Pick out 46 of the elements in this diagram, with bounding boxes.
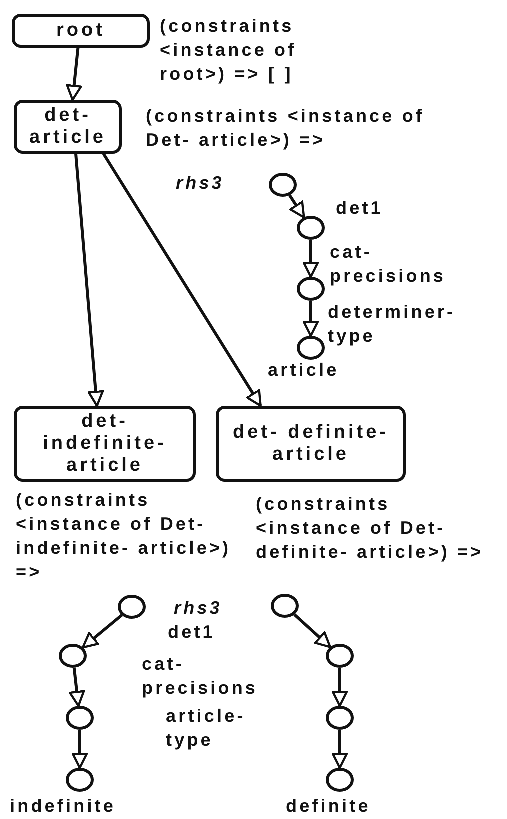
- feature-label: det1: [168, 621, 216, 644]
- arrow: [102, 153, 262, 408]
- arrow: [332, 668, 348, 708]
- node-circle: [118, 595, 146, 619]
- node-circle: [297, 336, 325, 360]
- node-circle: [271, 594, 299, 618]
- value-label: definite: [286, 795, 372, 818]
- arrow: [72, 730, 88, 770]
- constraint-text: (constraints <instance of root>) => [ ]: [160, 15, 298, 86]
- node-circle: [297, 277, 325, 301]
- arrow: [294, 614, 332, 648]
- rule-name: rhs3: [174, 597, 224, 620]
- class-name: det- article: [28, 105, 108, 149]
- arrow: [332, 730, 348, 770]
- arrow: [74, 154, 104, 408]
- edge-label: det1: [336, 197, 384, 220]
- node-circle: [297, 216, 325, 240]
- node-circle: [326, 644, 354, 668]
- arrow: [66, 48, 82, 102]
- feature-label: article- type: [166, 705, 247, 752]
- edge-label: cat- precisions: [330, 241, 448, 288]
- node-circle: [59, 644, 87, 668]
- node-circle: [326, 768, 354, 792]
- constraint-text: (constraints <instance of Det-indefinite- article>) =>: [16, 489, 232, 584]
- rule-name: rhs3: [176, 172, 226, 195]
- class-box: [14, 100, 122, 154]
- class-name: det- indefinite- article: [42, 411, 168, 477]
- arrow: [302, 240, 320, 278]
- arrow: [288, 194, 306, 219]
- class-name: root: [56, 20, 106, 42]
- class-box: [12, 14, 150, 48]
- class-box: [216, 406, 406, 482]
- value-label: article: [268, 359, 340, 382]
- class-name: det- definite- article: [232, 422, 390, 466]
- node-circle: [66, 768, 94, 792]
- arrow: [82, 614, 123, 649]
- class-box: [14, 406, 196, 482]
- arrow: [69, 668, 86, 708]
- constraint-text: (constraints <instance of Det- article>) =>: [146, 105, 426, 152]
- edge-label: determiner- type: [328, 301, 457, 348]
- arrow: [302, 301, 320, 338]
- node-circle: [66, 706, 94, 730]
- node-circle: [269, 173, 297, 197]
- constraint-text: (constraints <instance of Det-definite- article>) =>: [256, 493, 485, 564]
- node-circle: [326, 706, 354, 730]
- value-label: indefinite: [10, 795, 117, 818]
